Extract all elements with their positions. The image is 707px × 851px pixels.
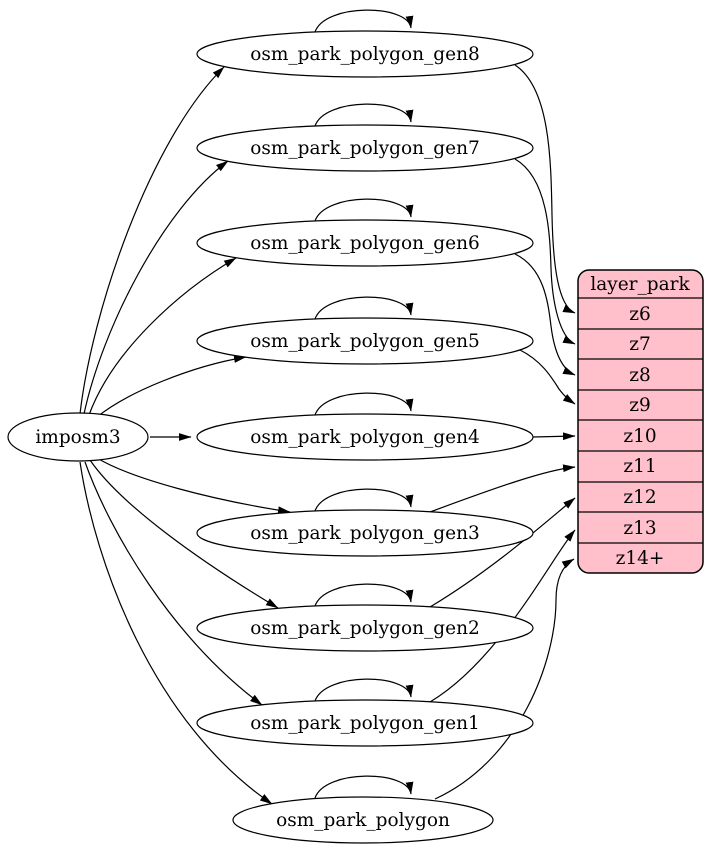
self-loop-gen8 xyxy=(314,9,414,33)
edge-imposm3-to-gen2 xyxy=(89,459,279,609)
table-row-z13: z13 xyxy=(623,518,656,539)
edge-imposm3-to-gen8 xyxy=(79,66,225,415)
node-imposm3: imposm3 xyxy=(7,412,149,462)
self-loop-gen5 xyxy=(314,296,414,320)
edge-layer xyxy=(79,9,576,805)
edge-imposm3-to-gen6 xyxy=(88,257,237,416)
self-loop-gen4 xyxy=(314,392,414,416)
edge-imposm3-to-gen1 xyxy=(84,461,263,706)
node-label: osm_park_polygon_gen2 xyxy=(250,618,480,639)
table-row-z11: z11 xyxy=(623,456,656,477)
node-osm-park-polygon-gen5: osm_park_polygon_gen5 xyxy=(196,317,534,365)
gen7-ellipse xyxy=(196,124,534,172)
node-osm-park-polygon-gen6: osm_park_polygon_gen6 xyxy=(196,219,534,267)
gen3-ellipse xyxy=(196,509,534,557)
node-label: osm_park_polygon_gen5 xyxy=(250,331,480,352)
node-label: osm_park_polygon_gen8 xyxy=(250,44,480,65)
edge-polygon-to-z14 xyxy=(434,558,575,800)
gen8-ellipse xyxy=(196,30,534,78)
edge-gen3-to-z11 xyxy=(429,464,576,513)
self-loop-gen6 xyxy=(314,198,414,222)
table-row-z7: z7 xyxy=(629,334,651,355)
node-label: osm_park_polygon_gen7 xyxy=(250,138,480,159)
node-osm-park-polygon-gen3: osm_park_polygon_gen3 xyxy=(196,509,534,557)
table-row-z14: z14+ xyxy=(616,548,665,569)
node-osm-park-polygon-gen8: osm_park_polygon_gen8 xyxy=(196,30,534,78)
gen4-ellipse xyxy=(196,413,534,461)
node-label: imposm3 xyxy=(35,427,120,448)
node-osm-park-polygon-gen1: osm_park_polygon_gen1 xyxy=(196,699,534,747)
edge-gen2-to-z12 xyxy=(429,497,576,608)
edge-gen7-to-z7 xyxy=(514,158,576,345)
gen1-ellipse xyxy=(196,699,534,747)
edge-imposm3-to-gen7 xyxy=(83,160,229,415)
imposm3-ellipse xyxy=(7,412,149,462)
edge-imposm3-to-gen5 xyxy=(96,355,247,418)
edge-gen6-to-z8 xyxy=(514,253,576,376)
table-row-z6: z6 xyxy=(629,304,651,325)
node-osm-park-polygon-gen7: osm_park_polygon_gen7 xyxy=(196,124,534,172)
edge-gen4-to-z10 xyxy=(532,432,576,441)
edge-gen5-to-z9 xyxy=(519,349,576,405)
node-label: osm_park_polygon xyxy=(276,810,450,831)
self-loop-gen1 xyxy=(314,678,414,702)
table-title: layer_park xyxy=(590,274,690,295)
self-loop-gen2 xyxy=(314,583,414,607)
table-row-separators xyxy=(578,297,703,544)
self-loop-polygon xyxy=(314,775,414,799)
gen2-ellipse xyxy=(196,604,534,652)
edge-imposm3-to-gen3 xyxy=(96,457,291,515)
layer-park-table: layer_park z6 z7 z8 z9 z10 z11 z12 z13 z… xyxy=(577,269,704,574)
gen6-ellipse xyxy=(196,219,534,267)
polygon-ellipse xyxy=(232,796,494,844)
edge-imposm3-to-polygon xyxy=(79,461,273,805)
node-label: osm_park_polygon_gen4 xyxy=(250,427,480,448)
node-osm-park-polygon-gen2: osm_park_polygon_gen2 xyxy=(196,604,534,652)
node-osm-park-polygon: osm_park_polygon xyxy=(232,796,494,844)
node-label: osm_park_polygon_gen6 xyxy=(250,233,480,254)
edge-gen1-to-z13 xyxy=(429,529,576,703)
gen5-ellipse xyxy=(196,317,534,365)
layer-park-table-border xyxy=(577,269,704,574)
node-label: osm_park_polygon_gen3 xyxy=(250,523,480,544)
table-row-z10: z10 xyxy=(623,426,656,447)
node-label: osm_park_polygon_gen1 xyxy=(250,713,480,734)
self-loop-gen7 xyxy=(314,103,414,127)
table-row-z8: z8 xyxy=(629,365,651,386)
table-row-z12: z12 xyxy=(623,487,656,508)
node-osm-park-polygon-gen4: osm_park_polygon_gen4 xyxy=(196,413,534,461)
edge-gen8-to-z6 xyxy=(514,64,576,314)
self-loop-gen3 xyxy=(314,488,414,512)
table-row-z9: z9 xyxy=(629,395,651,416)
